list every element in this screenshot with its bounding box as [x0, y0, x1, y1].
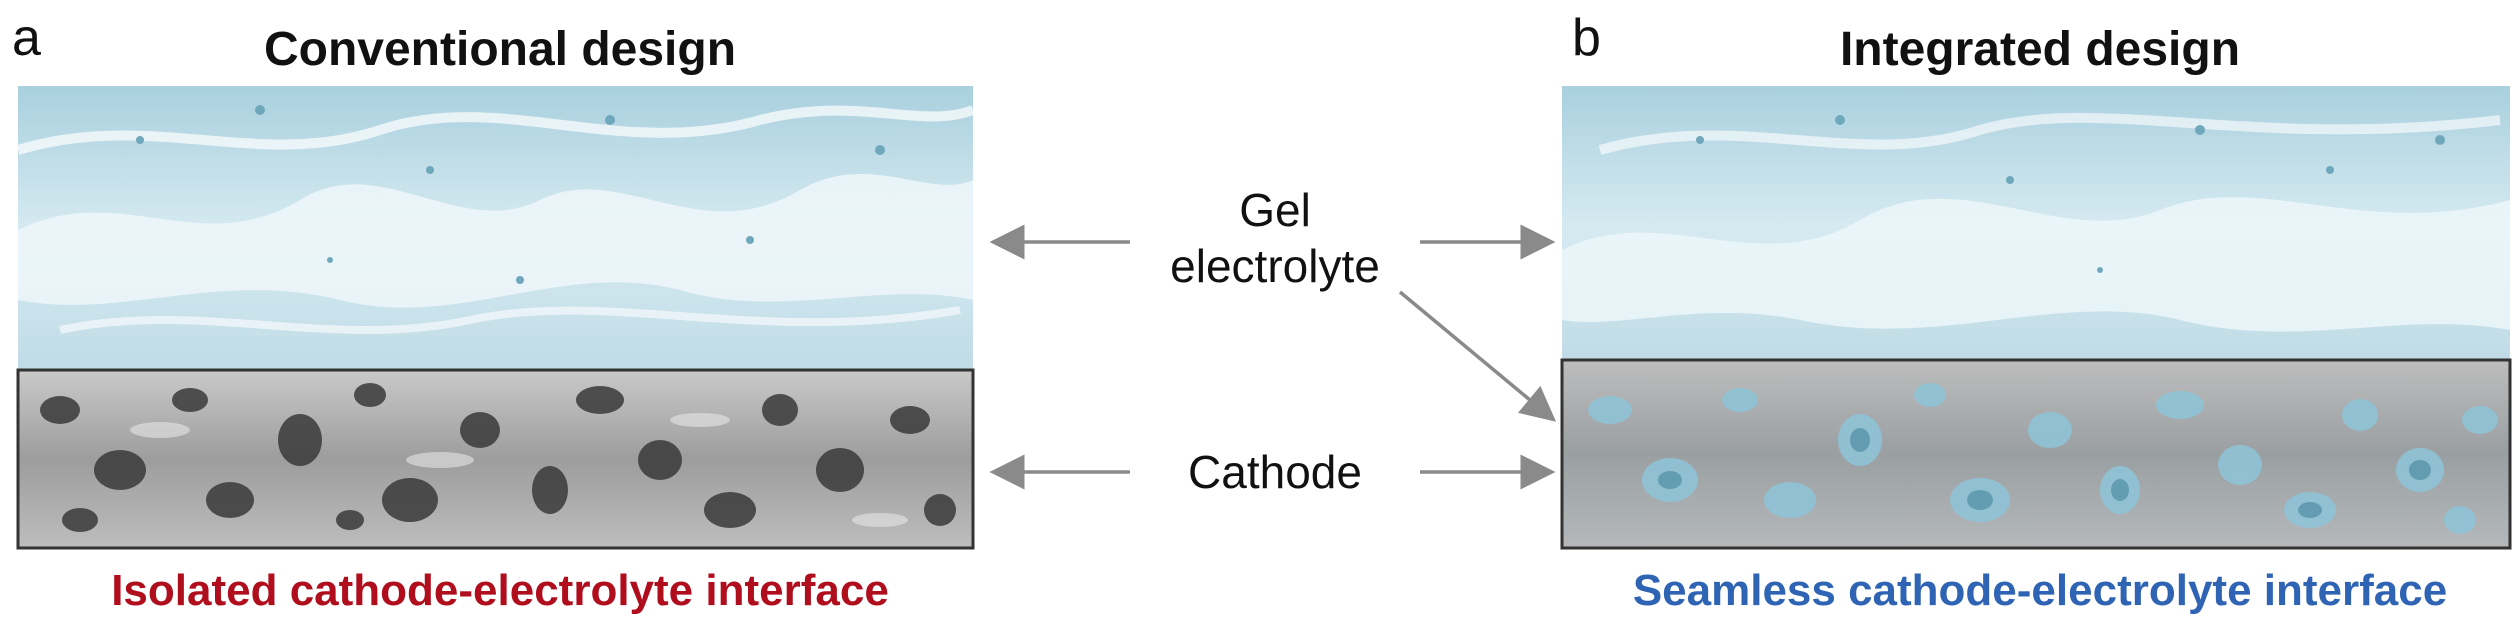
- panel-letter-b: b: [1572, 9, 1601, 67]
- caption-isolated: Isolated cathode-electrolyte interface: [111, 566, 889, 615]
- gel-electrolyte-block-a: [16, 86, 975, 376]
- label-gel-line2: electrolyte: [1170, 240, 1380, 292]
- cathode-block-a: [16, 368, 975, 550]
- label-gel-line1: Gel: [1239, 184, 1311, 236]
- pointer-arrows: [989, 224, 1557, 490]
- panel-title-conventional: Conventional design: [263, 23, 737, 76]
- panel-letter-a: a: [12, 9, 41, 67]
- arrow-gel-diagonal: [1398, 290, 1557, 422]
- label-cathode: Cathode: [1188, 446, 1362, 498]
- cathode-block-b: [1560, 358, 2512, 550]
- gel-electrolyte-block-b: [1562, 86, 2510, 366]
- label-gel-electrolyte: Gel electrolyte: [1150, 182, 1400, 294]
- panel-title-integrated: Integrated design: [1839, 23, 2241, 76]
- caption-seamless: Seamless cathode-electrolyte interface: [1632, 566, 2448, 615]
